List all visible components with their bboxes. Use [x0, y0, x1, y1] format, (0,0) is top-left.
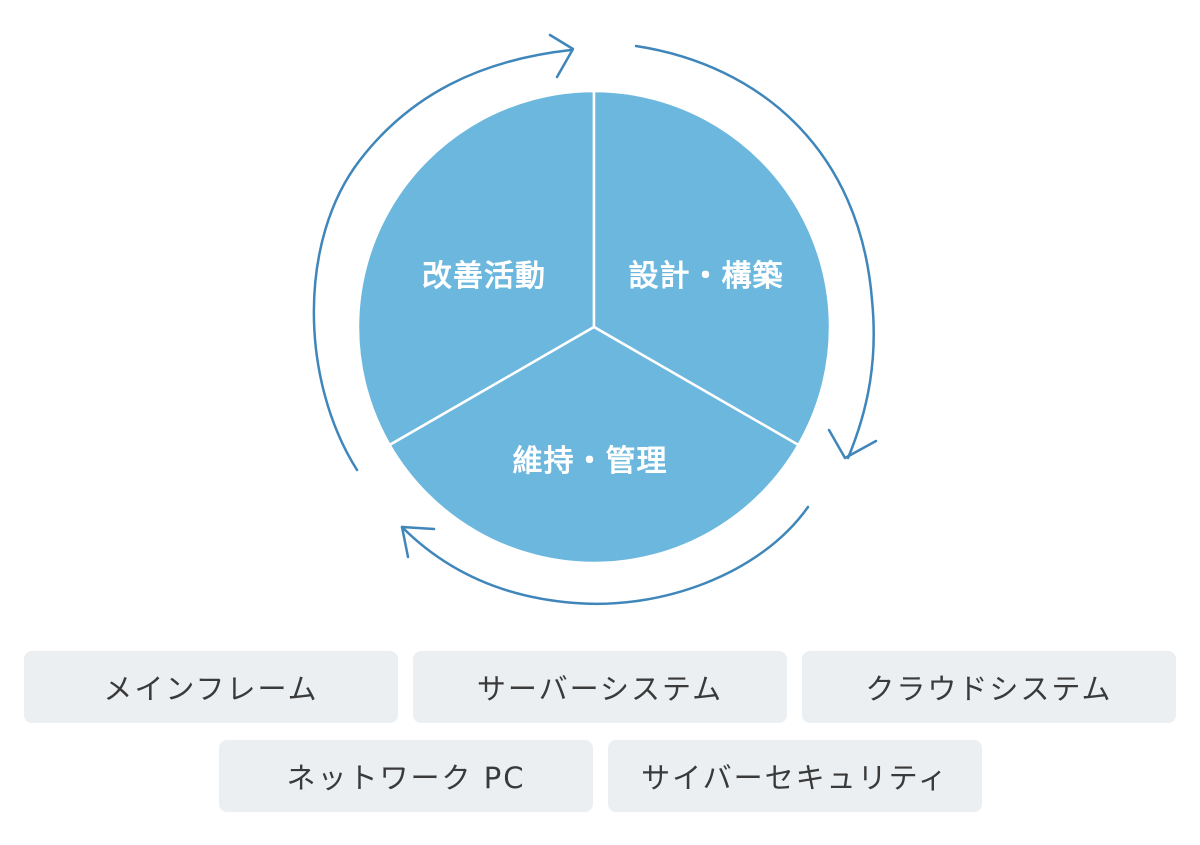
tag-network-pc: ネットワーク PC — [219, 740, 593, 812]
arrowhead-bottom-icon — [400, 525, 436, 559]
tag-label: メインフレーム — [103, 672, 319, 706]
tag-label: サイバーセキュリティ — [641, 761, 949, 795]
tag-cloud-system: クラウドシステム — [802, 651, 1176, 723]
arrowhead-top-icon — [548, 33, 575, 79]
cycle-arrow-right — [634, 44, 875, 460]
tag-label: クラウドシステム — [865, 672, 1113, 706]
tag-cyber-security: サイバーセキュリティ — [608, 740, 982, 812]
tag-label: ネットワーク PC — [286, 761, 526, 795]
segment-label-design: 設計・構築 — [629, 259, 784, 294]
segment-label-maintenance: 維持・管理 — [513, 444, 668, 479]
tag-label: サーバーシステム — [476, 672, 724, 706]
cycle-arrow-left — [312, 48, 573, 472]
cycle-arrow-bottom — [400, 505, 810, 606]
segment-design — [592, 89, 832, 447]
tag-server-system: サーバーシステム — [413, 651, 787, 723]
arrowhead-right-icon — [827, 428, 878, 460]
cycle-diagram: 改善活動 設計・構築 維持・管理 — [312, 33, 878, 606]
segment-label-kaizen: 改善活動 — [422, 259, 546, 294]
tag-mainframe: メインフレーム — [24, 651, 398, 723]
segment-kaizen — [356, 89, 596, 447]
segment-maintenance — [387, 325, 801, 565]
